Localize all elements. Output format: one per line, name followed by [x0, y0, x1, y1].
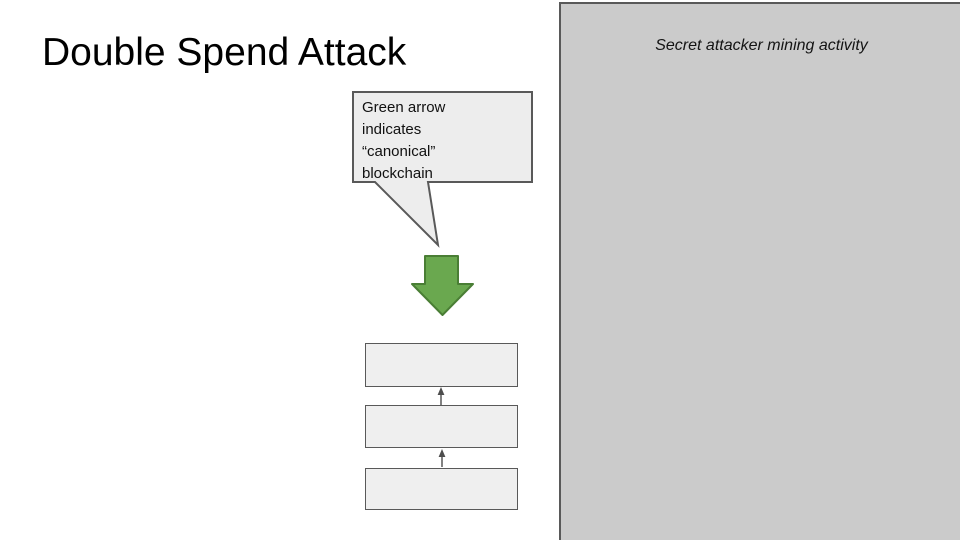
callout-line: Green arrow	[362, 99, 446, 116]
callout-line: blockchain	[362, 165, 433, 182]
blockchain-block-top	[365, 343, 518, 387]
secret-mining-panel-label: Secret attacker mining activity	[655, 37, 868, 54]
up-arrow-icon	[437, 387, 445, 405]
green-down-arrow-shape	[411, 255, 474, 316]
callout-bubble	[352, 91, 533, 248]
secret-mining-panel: Secret attacker mining activity	[559, 2, 960, 540]
blockchain-block-bottom	[365, 468, 518, 510]
callout-text: Green arrow indicates “canonical” blockc…	[362, 97, 526, 185]
blockchain-block-middle	[365, 405, 518, 448]
callout-line: “canonical”	[362, 143, 436, 160]
callout-bubble-shape	[352, 91, 533, 248]
green-down-arrow-icon	[411, 255, 474, 316]
slide-title: Double Spend Attack	[42, 31, 407, 74]
up-arrow-icon	[438, 449, 446, 467]
callout-line: indicates	[362, 121, 422, 138]
